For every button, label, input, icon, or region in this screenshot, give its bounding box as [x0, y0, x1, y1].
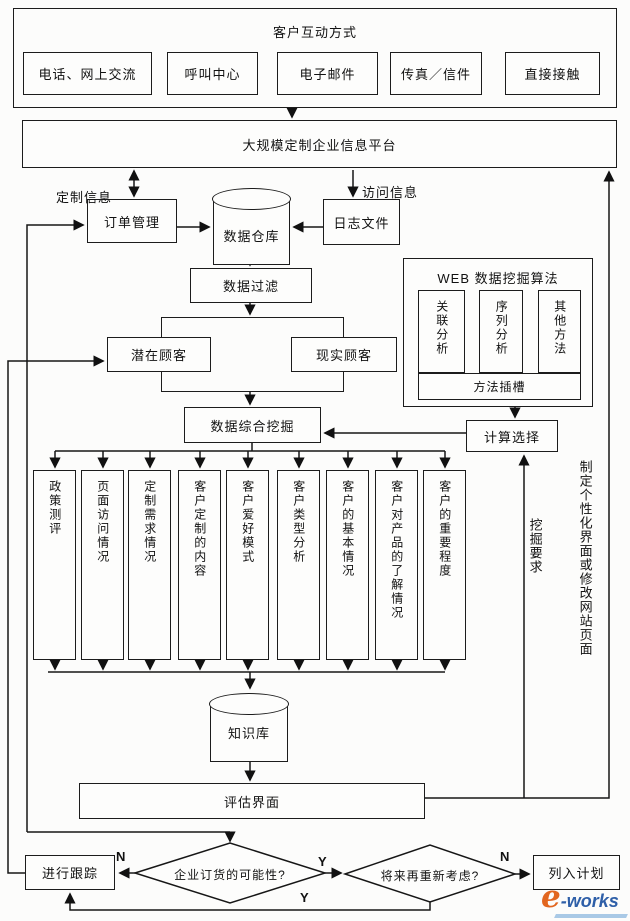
result-basic-info: 客户的基本情况 [326, 470, 369, 660]
yes-label-2: Y [300, 890, 309, 905]
mining-request-label: 挖掘要求 [527, 518, 543, 574]
method-other: 其他方法 [538, 290, 581, 373]
log-file-box: 日志文件 [323, 199, 400, 245]
data-warehouse-cylinder: 数据仓库 [212, 188, 291, 265]
result-importance: 客户的重要程度 [423, 470, 466, 660]
compute-select-box: 计算选择 [466, 420, 558, 452]
channel-direct-contact: 直接接触 [505, 52, 600, 95]
data-filter-box: 数据过滤 [190, 268, 312, 303]
channel-phone-online: 电话、网上交流 [23, 52, 152, 95]
method-association-analysis: 关联分析 [418, 290, 465, 373]
channel-email: 电子邮件 [277, 52, 378, 95]
method-slot-box: 方法插槽 [418, 373, 581, 400]
order-management-box: 订单管理 [87, 199, 177, 243]
result-preference-pattern: 客户爱好模式 [226, 470, 269, 660]
knowledge-base-cylinder: 知识库 [209, 693, 289, 762]
method-sequence-analysis: 序列分析 [479, 290, 523, 373]
tracking-box: 进行跟踪 [25, 855, 115, 890]
knowledge-base-label: 知识库 [227, 726, 270, 742]
custom-info-label: 定制信息 [56, 190, 113, 205]
result-policy-evaluation: 政策测评 [33, 470, 76, 660]
platform-box: 大规模定制企业信息平台 [22, 120, 617, 168]
visit-info-label: 访问信息 [362, 185, 419, 200]
result-custom-demand: 定制需求情况 [128, 470, 171, 660]
evaluation-interface-box: 评估界面 [79, 783, 425, 819]
plan-box: 列入计划 [533, 855, 620, 890]
decision-reconsider: 将来再重新考虑? [380, 869, 480, 883]
yes-label-1: Y [318, 854, 327, 869]
comprehensive-mining-box: 数据综合挖掘 [184, 407, 321, 443]
eworks-text: -works [560, 891, 619, 911]
result-page-visits: 页面访问情况 [81, 470, 124, 660]
no-label-2: N [500, 849, 510, 864]
eworks-watermark: e-works [541, 879, 628, 918]
result-customer-type: 客户类型分析 [277, 470, 320, 660]
data-warehouse-label: 数据仓库 [223, 229, 280, 245]
eworks-underline [554, 914, 628, 918]
web-mining-title: WEB 数据挖掘算法 [437, 271, 559, 286]
no-label-1: N [116, 849, 126, 864]
customer-interaction-title: 客户互动方式 [272, 25, 357, 40]
result-product-knowledge: 客户对产品的了解情况 [375, 470, 418, 660]
channel-fax-letter: 传真／信件 [390, 52, 482, 95]
personalize-feedback-label: 制定个性化界面或修改网站页面 [577, 460, 593, 656]
potential-customer-box: 潜在顾客 [107, 337, 211, 372]
channel-call-center: 呼叫中心 [167, 52, 258, 95]
actual-customer-box: 现实顾客 [291, 337, 397, 372]
eworks-e-glyph: e [541, 879, 561, 915]
decision-order-possibility: 企业订货的可能性? [174, 868, 286, 882]
result-customized-content: 客户定制的内容 [178, 470, 221, 660]
customer-interaction-group [13, 8, 617, 108]
